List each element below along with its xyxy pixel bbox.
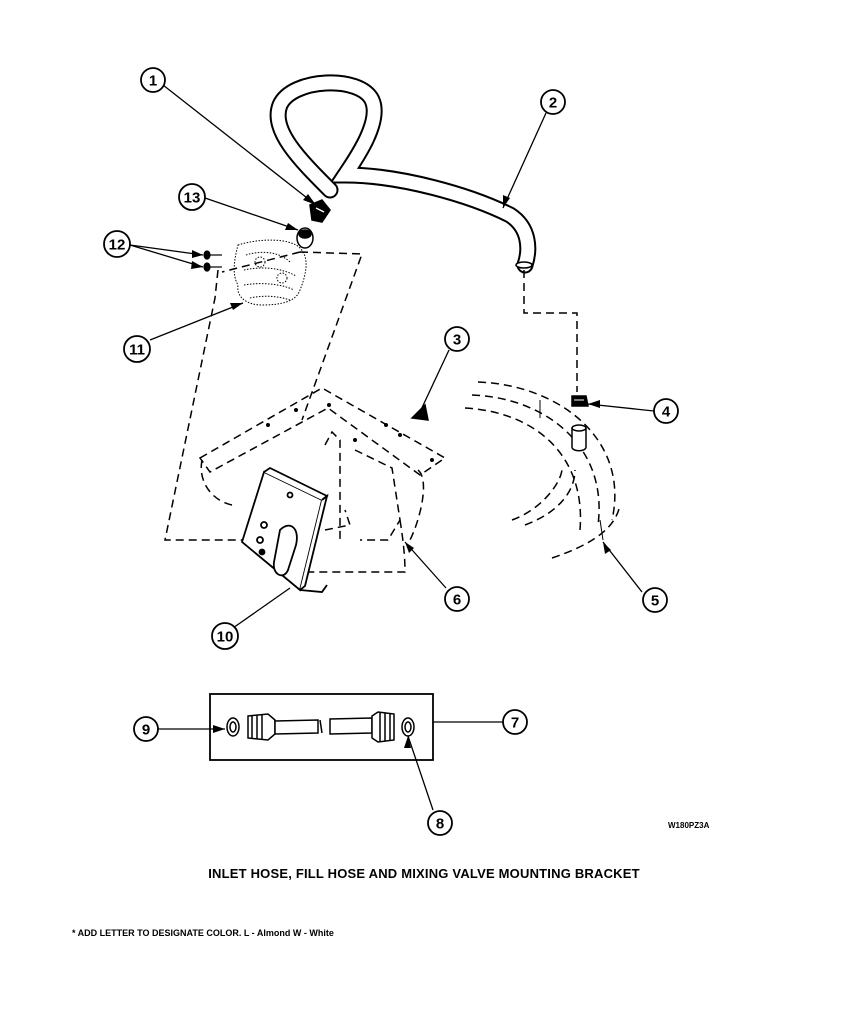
tub-cover-part (464, 381, 621, 559)
callout-8: 8 (427, 810, 453, 836)
callout-11-label: 11 (129, 342, 145, 359)
callout-6: 6 (444, 586, 470, 612)
callout-3-label: 3 (453, 332, 461, 349)
callout-11: 11 (123, 335, 151, 363)
callout-13: 13 (178, 183, 206, 211)
callout-12: 12 (103, 230, 131, 258)
callout-13-label: 13 (184, 190, 201, 207)
diagram-caption: INLET HOSE, FILL HOSE AND MIXING VALVE M… (208, 866, 640, 881)
callout-8-label: 8 (436, 816, 444, 833)
callout-9-label: 9 (142, 722, 150, 739)
callout-1: 1 (140, 67, 166, 93)
callout-3: 3 (444, 326, 470, 352)
hose-clamp-part (309, 199, 331, 223)
callout-1-label: 1 (149, 73, 157, 90)
callout-10: 10 (211, 622, 239, 650)
color-note: * ADD LETTER TO DESIGNATE COLOR. L - Alm… (72, 928, 334, 938)
callout-9: 9 (133, 716, 159, 742)
drawing-code: W180PZ3A (668, 821, 710, 830)
callout-6-label: 6 (453, 592, 461, 609)
leader-lines (129, 84, 655, 811)
callout-5: 5 (642, 587, 668, 613)
callout-12-label: 12 (109, 237, 126, 254)
callout-2-label: 2 (549, 95, 557, 112)
inlet-hose-inset (209, 693, 434, 761)
callout-7: 7 (502, 709, 528, 735)
callout-2: 2 (540, 89, 566, 115)
valve-outline-dashed (164, 251, 364, 541)
callout-4-label: 4 (662, 404, 671, 421)
callout-10-label: 10 (217, 629, 234, 646)
bracket-holes (266, 403, 434, 462)
fill-hose-part (269, 74, 537, 274)
inlet-screen-part (296, 227, 314, 249)
callout-7-label: 7 (511, 715, 519, 732)
mixing-valve-part (233, 239, 307, 306)
mounting-plate-part (240, 466, 329, 593)
water-inlet-part (539, 395, 604, 541)
mounting-bracket-part (198, 387, 447, 573)
leader-arrowheads (191, 194, 611, 748)
hose-path-dashed (523, 270, 578, 392)
callout-4: 4 (653, 398, 679, 424)
bracket-screw-part (410, 403, 429, 421)
callout-5-label: 5 (651, 593, 659, 610)
screws-part (203, 250, 222, 272)
